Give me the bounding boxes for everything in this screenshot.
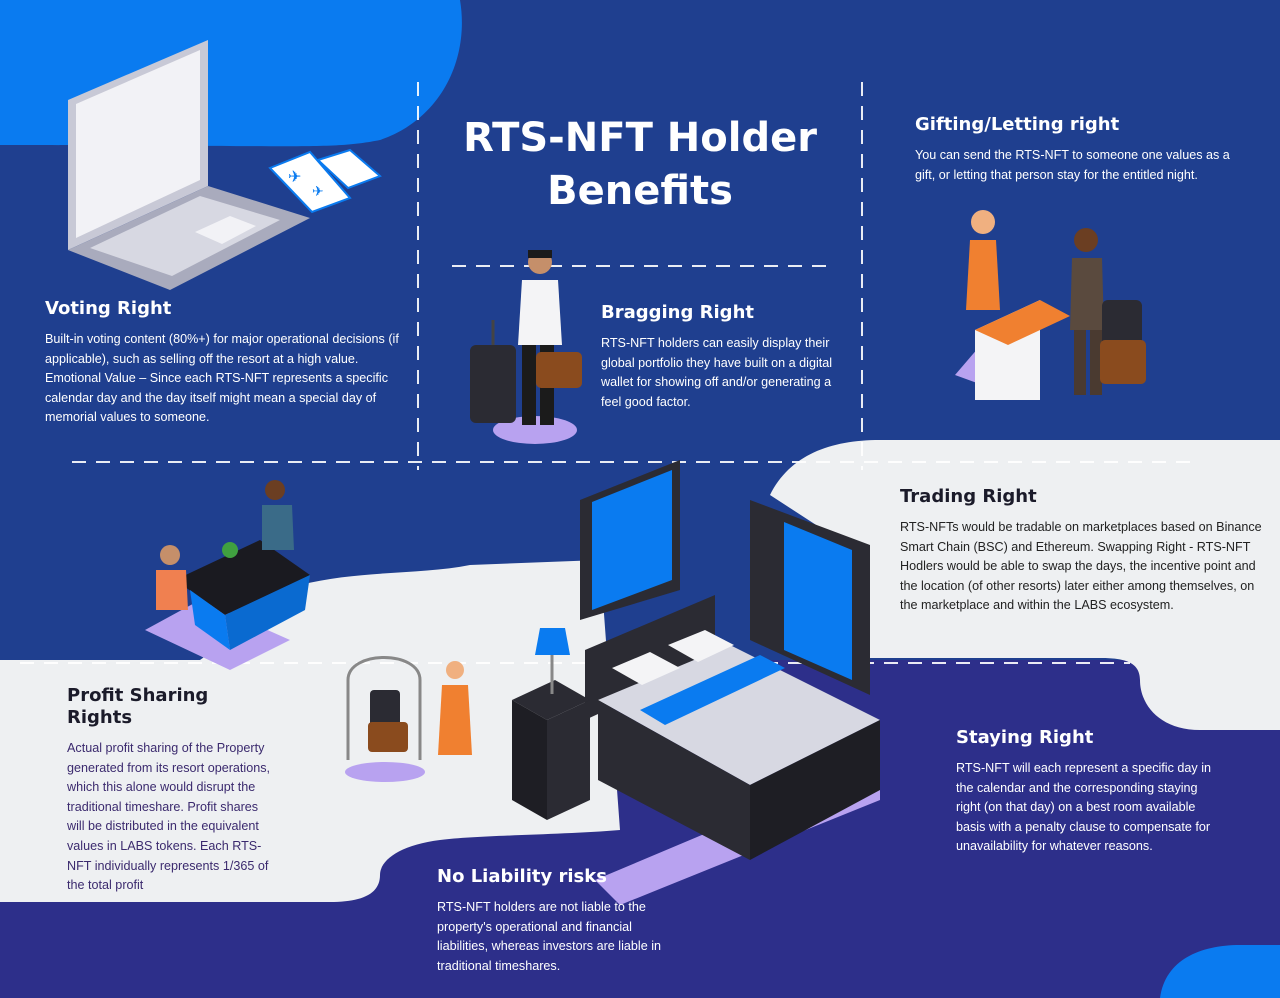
traveler-with-luggage: [470, 250, 582, 444]
voting-right-body: Built-in voting content (80%+) for major…: [45, 332, 399, 425]
reception-desk-scene: [955, 210, 1146, 400]
gifting-right-section: Gifting/Letting right You can send the R…: [915, 114, 1235, 185]
svg-text:✈: ✈: [288, 167, 301, 186]
profit-sharing-section: Profit Sharing Rights Actual profit shar…: [67, 685, 277, 896]
laptop-icon: [68, 40, 310, 290]
no-liability-heading: No Liability risks: [437, 866, 607, 887]
svg-text:✈: ✈: [312, 184, 324, 200]
no-liability-section: No Liability risks RTS-NFT holders are n…: [437, 866, 672, 976]
staying-right-section: Staying Right RTS-NFT will each represen…: [956, 727, 1211, 857]
staying-right-body: RTS-NFT will each represent a specific d…: [956, 761, 1212, 854]
hotel-bed-scene: [512, 460, 880, 905]
boarding-pass-icon: ✈ ✈: [268, 148, 382, 214]
profit-sharing-heading: Profit Sharing Rights: [67, 685, 209, 728]
no-liability-body: RTS-NFT holders are not liable to the pr…: [437, 900, 661, 973]
staying-right-heading: Staying Right: [956, 727, 1094, 748]
gifting-right-body: You can send the RTS-NFT to someone one …: [915, 148, 1230, 182]
bragging-right-body: RTS-NFT holders can easily display their…: [601, 336, 833, 409]
bragging-right-heading: Bragging Right: [601, 302, 754, 323]
luggage-cart-bellhop: [345, 656, 472, 782]
trading-right-heading: Trading Right: [900, 486, 1037, 507]
trading-right-section: Trading Right RTS-NFTs would be tradable…: [900, 486, 1265, 616]
voting-right-heading: Voting Right: [45, 298, 172, 319]
gifting-right-heading: Gifting/Letting right: [915, 114, 1120, 135]
page-title: RTS-NFT Holder Benefits: [463, 115, 817, 214]
profit-sharing-body: Actual profit sharing of the Property ge…: [67, 741, 271, 893]
dining-couple-scene: [145, 480, 310, 670]
bragging-right-section: Bragging Right RTS-NFT holders can easil…: [601, 302, 841, 412]
trading-right-body: RTS-NFTs would be tradable on marketplac…: [900, 520, 1262, 613]
voting-right-section: Voting Right Built-in voting content (80…: [45, 298, 410, 428]
